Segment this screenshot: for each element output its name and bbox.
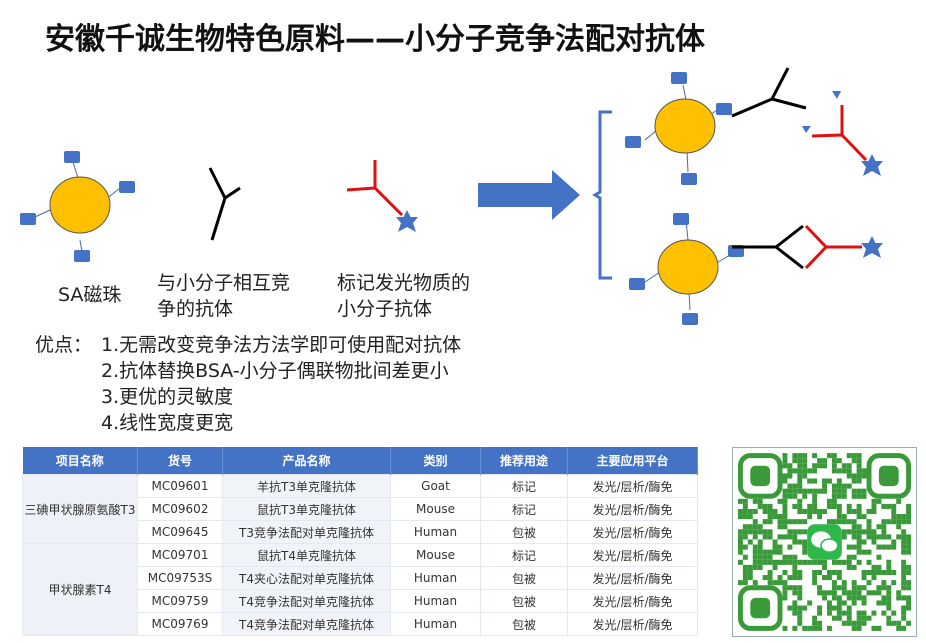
- table-cell: 标记: [480, 543, 568, 567]
- table-cell: Human: [390, 589, 481, 613]
- arrow-icon: [478, 170, 580, 220]
- wechat-qr-code: [732, 447, 917, 637]
- table-cell: Mouse: [390, 543, 481, 567]
- table-cell: MC09753S: [137, 566, 223, 590]
- column-header: 项目名称: [22, 447, 138, 475]
- table-cell: 标记: [480, 474, 568, 498]
- group-cell: 甲状腺素T4: [22, 543, 138, 636]
- table-cell: Mouse: [390, 497, 481, 521]
- advantage-point: 1.无需改变竞争法方法学即可使用配对抗体: [101, 334, 462, 356]
- labeled-label-line2: 小分子抗体: [337, 298, 433, 320]
- column-header: 主要应用平台: [567, 447, 698, 475]
- table-cell: 发光/层析/酶免: [567, 612, 698, 636]
- advantages-heading: 优点：: [35, 334, 93, 356]
- table-cell: 发光/层析/酶免: [567, 566, 698, 590]
- advantages: 优点： 1.无需改变竞争法方法学即可使用配对抗体 2.抗体替换BSA-小分子偶联…: [35, 332, 461, 434]
- labeled-antibody: [346, 160, 404, 217]
- page-title: 安徽千诚生物特色原料——小分子竞争法配对抗体: [45, 22, 705, 57]
- bead-label: SA磁珠: [58, 284, 122, 306]
- sa-magnetic-bead: [20, 151, 135, 262]
- table-cell: T3竞争法配对单克隆抗体: [222, 520, 391, 544]
- table-cell: MC09701: [137, 543, 223, 567]
- advantage-point: 2.抗体替换BSA-小分子偶联物批间差更小: [101, 360, 449, 382]
- table-cell: Human: [390, 520, 481, 544]
- table-cell: 鼠抗T3单克隆抗体: [222, 497, 391, 521]
- table-cell: MC09769: [137, 612, 223, 636]
- table-cell: 发光/层析/酶免: [567, 497, 698, 521]
- table-cell: 包被: [480, 520, 568, 544]
- bead-complex-top: [625, 67, 883, 185]
- table-cell: 发光/层析/酶免: [567, 543, 698, 567]
- table-header-row: 项目名称 货号 产品名称 类别 推荐用途 主要应用平台: [22, 447, 698, 475]
- column-header: 推荐用途: [480, 447, 568, 475]
- bracket: [592, 110, 612, 280]
- table-cell: T4竞争法配对单克隆抗体: [222, 589, 391, 613]
- table-cell: 羊抗T3单克隆抗体: [222, 474, 391, 498]
- table-cell: MC09645: [137, 520, 223, 544]
- table-cell: Goat: [390, 474, 481, 498]
- advantage-point: 3.更优的灵敏度: [101, 386, 234, 408]
- table-cell: 发光/层析/酶免: [567, 474, 698, 498]
- table-cell: 包被: [480, 589, 568, 613]
- table-cell: 鼠抗T4单克隆抗体: [222, 543, 391, 567]
- table-cell: 发光/层析/酶免: [567, 589, 698, 613]
- advantage-point: 4.线性宽度更宽: [101, 412, 234, 434]
- table-cell: 包被: [480, 566, 568, 590]
- qr-pattern: [737, 453, 912, 631]
- table-cell: MC09601: [137, 474, 223, 498]
- antibody-label-line1: 与小分子相互竞: [157, 272, 291, 294]
- group-cell: 三碘甲状腺原氨酸T3: [22, 474, 138, 544]
- table-cell: 包被: [480, 612, 568, 636]
- table-cell: 发光/层析/酶免: [567, 520, 698, 544]
- table-cell: T4夹心法配对单克隆抗体: [222, 566, 391, 590]
- bead-complex-bottom: [629, 213, 883, 325]
- table-cell: Human: [390, 612, 481, 636]
- table-cell: MC09759: [137, 589, 223, 613]
- diagram: [20, 67, 883, 325]
- table-cell: MC09602: [137, 497, 223, 521]
- column-header: 类别: [390, 447, 481, 475]
- column-header: 产品名称: [222, 447, 391, 475]
- column-header: 货号: [137, 447, 223, 475]
- table-cell: T4竞争法配对单克隆抗体: [222, 612, 391, 636]
- table-cell: 标记: [480, 497, 568, 521]
- antibody-label-line2: 争的抗体: [157, 298, 234, 320]
- competing-antibody: [208, 167, 241, 241]
- labeled-label-line1: 标记发光物质的: [337, 272, 471, 294]
- table-cell: Human: [390, 566, 481, 590]
